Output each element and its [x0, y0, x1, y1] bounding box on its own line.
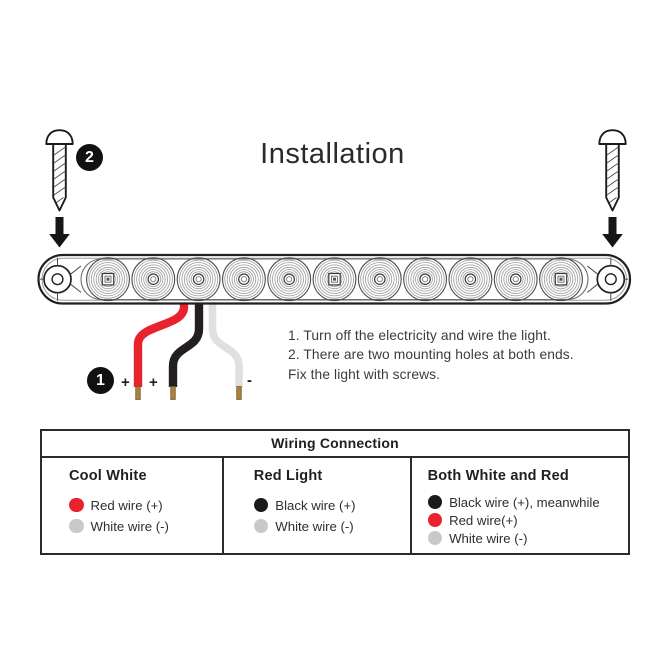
red-wire-tip: [135, 386, 141, 400]
table-row: Black wire (+): [253, 497, 410, 513]
wire-item-label: Black wire (+), meanwhile: [449, 494, 600, 510]
instructions: 1. Turn off the electricity and wire the…: [288, 326, 574, 384]
red-wire-polarity-label: +: [121, 374, 130, 391]
table-row: White wire (-): [253, 518, 410, 534]
wire-item-label: White wire (-): [90, 518, 169, 534]
step-2-badge: 2: [76, 144, 103, 171]
white-wire-polarity-label: -: [247, 372, 252, 389]
table-row: White wire (-): [69, 518, 222, 534]
table-row: Red wire (+): [69, 497, 222, 513]
column-header-both-white-and-red: Both White and Red: [427, 468, 569, 484]
screw-right-icon: [598, 129, 627, 248]
red-wire-dot-icon: [69, 497, 84, 513]
white-wire-dot-icon: [253, 518, 269, 534]
light-bar-illustration: [37, 253, 632, 305]
wires-illustration: [133, 300, 243, 400]
instruction-line-3: Fix the light with screws.: [288, 366, 441, 382]
red-wire-dot-icon: [427, 512, 443, 528]
column-both-white-and-red: Both White and Red Black wire (+), meanw…: [409, 458, 628, 553]
down-arrow-right-icon: [602, 217, 623, 248]
table-row: White wire (-): [427, 530, 628, 546]
down-arrow-left-icon: [49, 217, 70, 248]
wire-item-label: White wire (-): [275, 518, 354, 534]
wire-item-label: Red wire (+): [90, 497, 163, 513]
black-wire-dot-icon: [253, 497, 269, 513]
instruction-line-1: 1. Turn off the electricity and wire the…: [288, 328, 551, 343]
wire-item-label: White wire (-): [449, 530, 528, 546]
column-header-cool-white: Cool White: [69, 468, 147, 484]
column-header-red-light: Red Light: [253, 468, 323, 484]
black-wire-polarity-label: +: [149, 374, 158, 391]
led-array: [86, 257, 583, 302]
instruction-line-2: 2. There are two mounting holes at both …: [288, 347, 574, 363]
wiring-table: Wiring Connection Cool White Red wire (+…: [40, 429, 630, 555]
wire-item-label: Red wire(+): [449, 512, 518, 528]
white-wire-dot-icon: [427, 530, 443, 546]
wiring-table-body: Cool White Red wire (+) White wire (-) R…: [42, 458, 628, 553]
table-row: Black wire (+), meanwhile: [427, 494, 628, 510]
screw-left-icon: [45, 129, 74, 248]
column-red-light: Red Light Black wire (+) White wire (-): [221, 458, 410, 553]
white-wire-dot-icon: [69, 518, 84, 534]
red-wire: [133, 300, 189, 387]
wire-item-label: Black wire (+): [275, 497, 356, 513]
wiring-table-title: Wiring Connection: [42, 431, 628, 458]
black-wire: [168, 300, 204, 387]
installation-illustration: [37, 129, 632, 400]
table-row: Red wire(+): [427, 512, 628, 528]
page-title: Installation: [260, 138, 405, 170]
black-wire-dot-icon: [427, 494, 443, 510]
white-wire-tip: [236, 386, 242, 400]
black-wire-tip: [170, 386, 176, 400]
white-wire: [208, 300, 243, 387]
column-cool-white: Cool White Red wire (+) White wire (-): [42, 458, 222, 553]
step-1-badge: 1: [87, 367, 114, 394]
